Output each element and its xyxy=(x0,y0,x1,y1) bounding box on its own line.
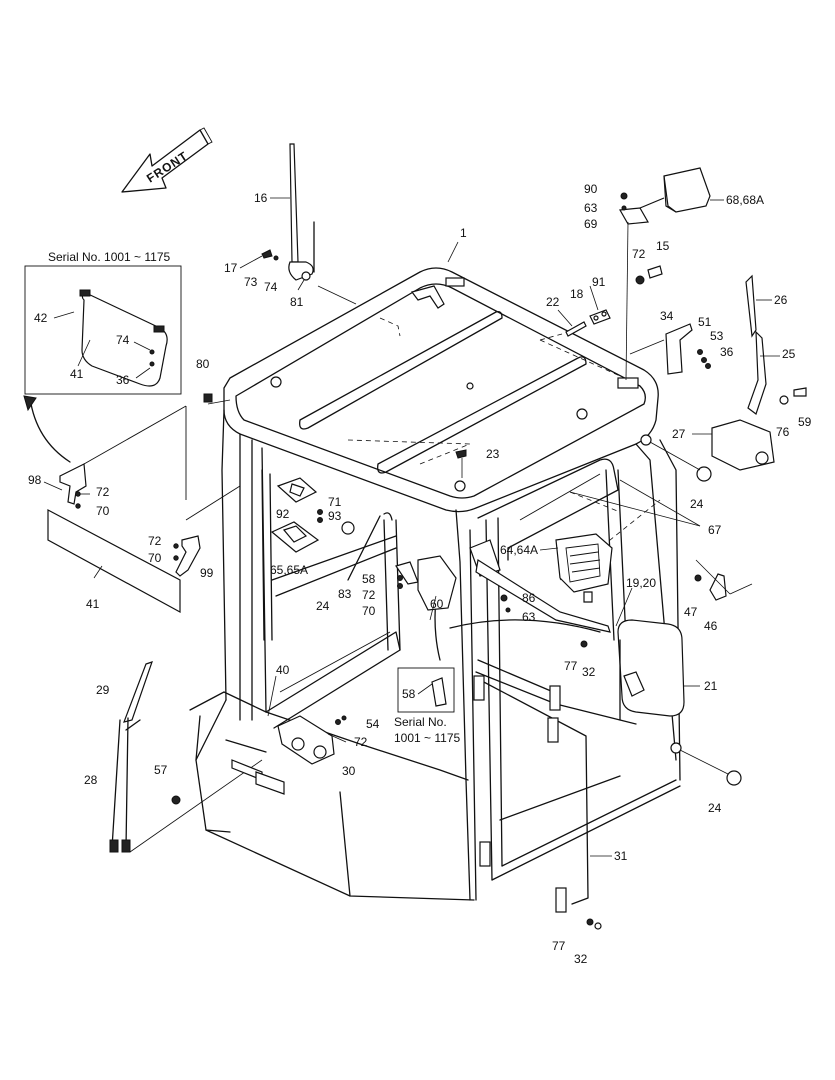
callout-34: 34 xyxy=(660,309,674,323)
callout-90: 90 xyxy=(584,182,598,196)
sun-visor-large xyxy=(43,405,241,614)
mirror-bracket-top xyxy=(539,265,663,341)
rear-wiper xyxy=(692,274,807,471)
harness-83 xyxy=(347,515,381,581)
bolt-23 xyxy=(455,449,467,459)
callout-76: 76 xyxy=(776,425,790,439)
callout-21: 21 xyxy=(704,679,718,693)
work-lamp-right xyxy=(469,533,613,633)
callout-81: 81 xyxy=(290,295,304,309)
callout-32b: 32 xyxy=(574,952,588,966)
callout-16: 16 xyxy=(254,191,268,205)
callout-72e: 72 xyxy=(354,735,368,749)
callout-86: 86 xyxy=(522,591,536,605)
cap-24-lower xyxy=(670,742,682,754)
callout-58a: 58 xyxy=(362,572,376,586)
callout-27: 27 xyxy=(672,427,686,441)
callout-80: 80 xyxy=(196,357,210,371)
interior-lamp xyxy=(270,477,355,553)
handrail xyxy=(473,675,612,930)
callout-63a: 63 xyxy=(584,201,598,215)
callout-59: 59 xyxy=(798,415,812,429)
callout-92: 92 xyxy=(276,507,290,521)
bolt-80 xyxy=(203,393,213,403)
callout-70b: 70 xyxy=(148,551,162,565)
cap-24-right xyxy=(569,434,712,527)
callout-93: 93 xyxy=(328,509,342,523)
callout-83: 83 xyxy=(338,587,352,601)
front-wiper xyxy=(109,661,263,853)
callout-58b: 58 xyxy=(402,687,416,701)
callout-46: 46 xyxy=(704,619,718,633)
callout-51: 51 xyxy=(698,315,712,329)
callout-73: 73 xyxy=(244,275,258,289)
callout-60: 60 xyxy=(430,597,444,611)
bracket-inset: Serial No. 1001 ~ 1175 xyxy=(394,667,461,745)
callout-70c: 70 xyxy=(362,604,376,618)
callout-91: 91 xyxy=(592,275,606,289)
work-lamp-top xyxy=(619,167,724,381)
callout-24a: 24 xyxy=(690,497,704,511)
callout-72a: 72 xyxy=(632,247,646,261)
callout-57: 57 xyxy=(154,763,168,777)
callout-63b: 63 xyxy=(522,610,536,624)
callout-72d: 72 xyxy=(362,588,376,602)
callout-25: 25 xyxy=(782,347,796,361)
callout-74b: 74 xyxy=(116,333,130,347)
sun-visor-inset: Serial No. 1001 ~ 1175 xyxy=(24,250,182,395)
callout-67: 67 xyxy=(708,523,722,537)
wiper-bracket-rear xyxy=(629,323,711,375)
serial-note-top: Serial No. 1001 ~ 1175 xyxy=(48,250,171,264)
callout-31: 31 xyxy=(614,849,628,863)
callout-65-65a: 65,65A xyxy=(270,563,308,577)
callout-72c: 72 xyxy=(148,534,162,548)
front-arrow: FRONT xyxy=(121,127,213,193)
callout-54: 54 xyxy=(366,717,380,731)
callout-47: 47 xyxy=(684,605,698,619)
callout-42: 42 xyxy=(34,311,48,325)
antenna-assembly xyxy=(239,143,357,305)
callout-labels: 1 15 16 17 18 19,20 21 22 23 24 24 24 25… xyxy=(28,182,812,966)
callout-24c: 24 xyxy=(708,801,722,815)
callout-77b: 77 xyxy=(552,939,566,953)
callout-30: 30 xyxy=(342,764,356,778)
callout-53: 53 xyxy=(710,329,724,343)
callout-24b: 24 xyxy=(316,599,330,613)
callout-41b: 41 xyxy=(86,597,100,611)
callout-70a: 70 xyxy=(96,504,110,518)
callout-32a: 32 xyxy=(582,665,596,679)
callout-1: 1 xyxy=(460,226,467,240)
callout-40: 40 xyxy=(276,663,290,677)
serial-note-bottom-2: 1001 ~ 1175 xyxy=(394,731,461,745)
callout-74a: 74 xyxy=(264,280,278,294)
callout-19-20: 19,20 xyxy=(626,576,656,590)
cab-body xyxy=(189,267,681,901)
mirror-right xyxy=(475,587,700,725)
callout-98: 98 xyxy=(28,473,42,487)
callout-29: 29 xyxy=(96,683,110,697)
callout-68-68a: 68,68A xyxy=(726,193,764,207)
callout-41a: 41 xyxy=(70,367,84,381)
callout-77a: 77 xyxy=(564,659,578,673)
callout-22: 22 xyxy=(546,295,560,309)
side-mirror-small xyxy=(694,559,753,601)
callout-36a: 36 xyxy=(116,373,130,387)
serial-note-bottom-1: Serial No. xyxy=(394,715,447,729)
callout-23: 23 xyxy=(486,447,500,461)
callout-18: 18 xyxy=(570,287,584,301)
callout-36b: 36 xyxy=(720,345,734,359)
callout-17: 17 xyxy=(224,261,238,275)
front-wiper-motor xyxy=(277,715,347,765)
callout-71: 71 xyxy=(328,495,342,509)
callout-99: 99 xyxy=(200,566,214,580)
callout-69: 69 xyxy=(584,217,598,231)
callout-64-64a: 64,64A xyxy=(500,543,538,557)
callout-28: 28 xyxy=(84,773,98,787)
callout-72b: 72 xyxy=(96,485,110,499)
callout-26: 26 xyxy=(774,293,788,307)
callout-15: 15 xyxy=(656,239,670,253)
bracket-58 xyxy=(395,555,457,611)
